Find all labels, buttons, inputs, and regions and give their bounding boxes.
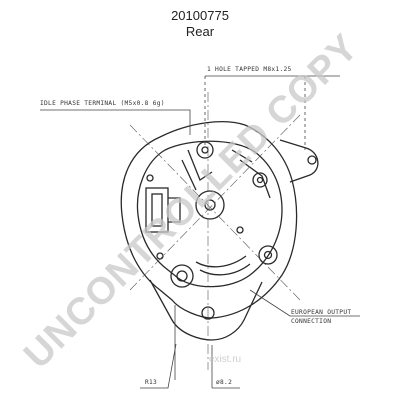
lower-mounting-ear [149,279,263,341]
callout-european-output-line1: EUROPEAN OUTPUT [291,309,352,316]
brush-terminal [168,197,181,223]
callout-european-output-line2: CONNECTION [291,318,332,325]
terminal-stud-3-inner [263,250,273,260]
output-stud [170,264,194,288]
terminal-stud-2 [252,172,268,188]
output-stud-inner [176,270,188,282]
shaft-centre [204,199,216,211]
brush-box [145,187,169,233]
mounting-hole-right [307,155,317,165]
small-hole-2 [156,252,164,260]
housing-outline [120,121,298,319]
dimension-diameter: ø8.2 [216,379,233,386]
fin-5 [239,159,271,199]
shaft-boss [195,190,225,220]
fin-3 [187,149,213,181]
fin-6 [231,149,253,163]
rectifier-plate [136,140,283,288]
mounting-hole-lower [201,306,215,320]
small-hole-1 [146,174,154,182]
callout-idle-phase-terminal: IDLE PHASE TERMINAL (M5x0.8 6g) [40,100,165,107]
leader-idle-phase [40,109,191,135]
fin-2 [199,263,251,276]
terminal-stud-3 [258,245,278,265]
leader-r13 [140,343,177,389]
brush-box-inner [151,193,163,227]
terminal-stud-2-inner [256,176,264,184]
view-label: Rear [185,24,215,39]
dimension-radius: R13 [145,379,158,386]
fin-4 [181,159,197,191]
leader-european-diag [249,289,291,317]
centre-line-diag-2 [129,114,301,291]
fin-1 [195,255,247,268]
part-number: 20100775 [171,8,229,23]
centre-line-diag-1 [129,124,301,301]
right-mounting-ear [279,139,319,183]
terminal-stud-1-inner [201,146,209,154]
small-hole-3 [236,226,244,234]
callout-hole-tapped: 1 HOLE TAPPED M8x1.25 [207,66,292,73]
